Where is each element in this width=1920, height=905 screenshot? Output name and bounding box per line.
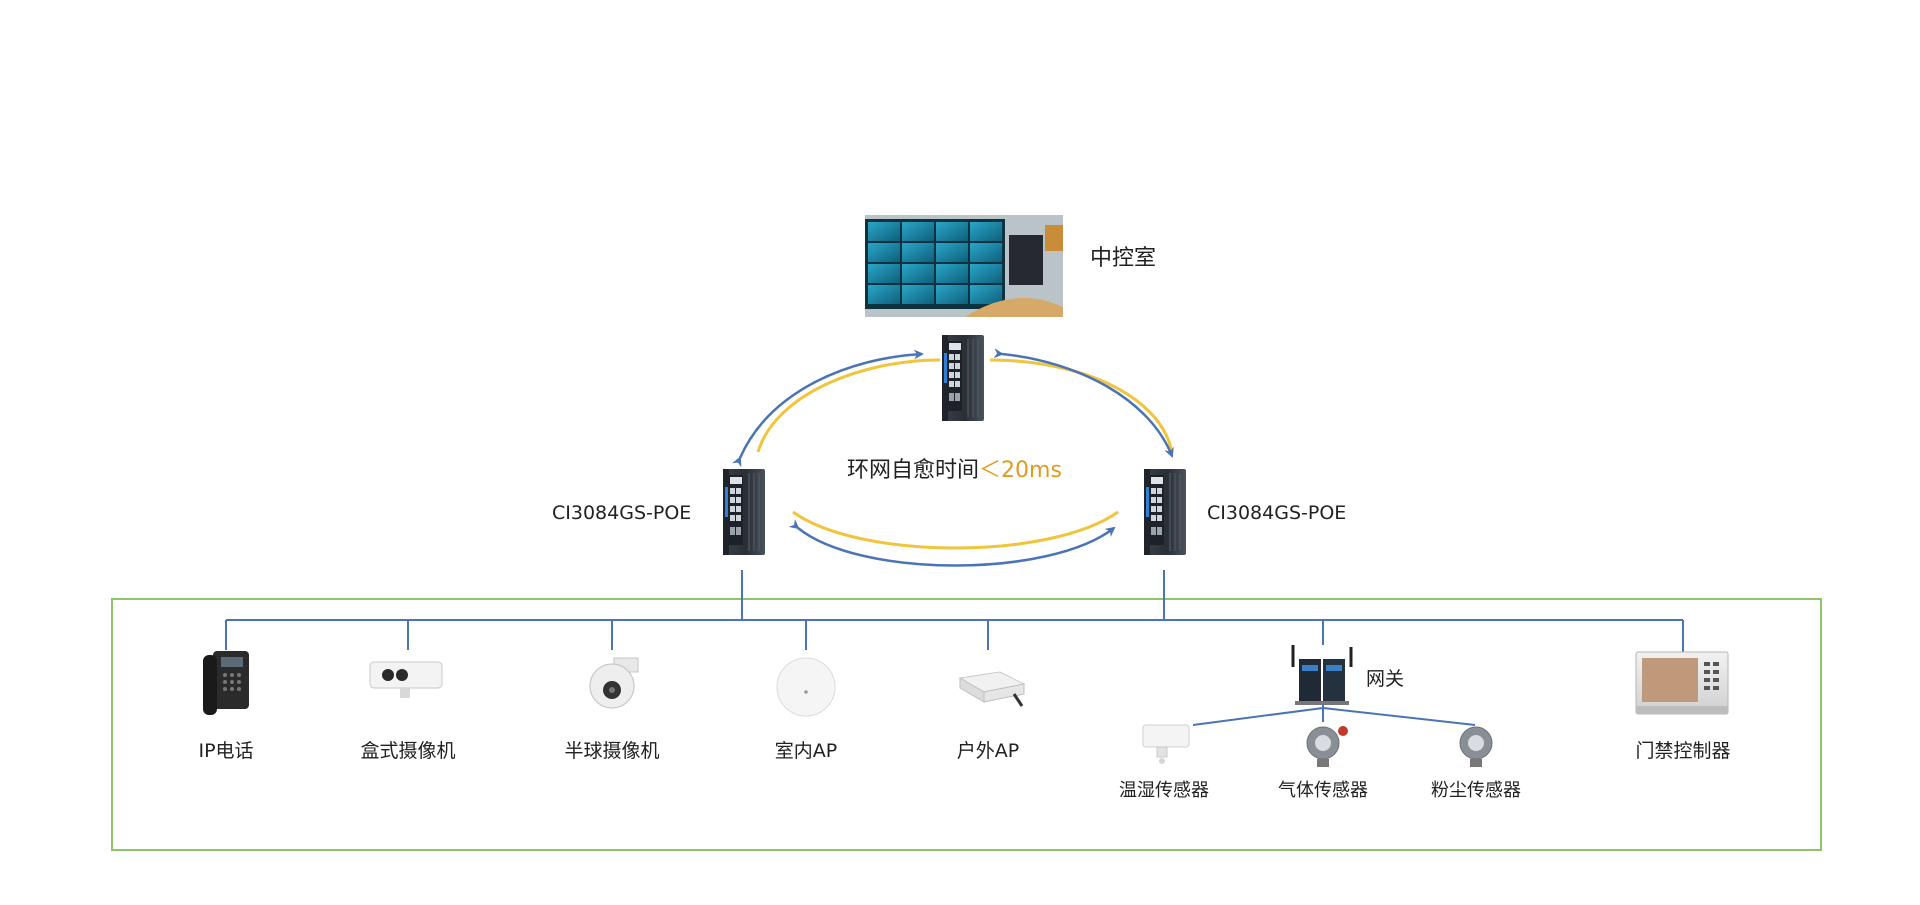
box-camera-icon [369,661,443,698]
ip-phone-label: IP电话 [198,740,253,762]
ip-phone-icon [203,651,249,715]
right-switch-model: CI3084GS-POE [1207,502,1346,524]
indoor-ap-label: 室内AP [775,740,837,762]
dust-sensor-label: 粉尘传感器 [1431,780,1521,801]
left-switch [722,468,766,556]
top-switch [941,334,985,422]
control-room-image [865,215,1063,317]
device-bus-lines [225,570,1684,726]
ring-caption-value: ＜20ms [979,458,1062,483]
access-controller-icon [1635,651,1729,715]
temp-humidity-sensor-icon [1142,724,1190,764]
ring-caption-prefix: 环网自愈时间 [847,458,979,483]
dome-camera-label: 半球摄像机 [564,740,659,762]
dust-sensor-icon [1459,726,1493,767]
access-controller-label: 门禁控制器 [1635,740,1730,762]
ring-blue-arrows [732,348,1174,567]
access-layer-frame [111,598,1822,851]
temp-humidity-sensor-label: 温湿传感器 [1119,780,1209,801]
control-room-label: 中控室 [1090,246,1156,271]
gateway-icon [1291,645,1353,705]
ring-caption: 环网自愈时间＜20ms [847,458,1062,483]
gas-sensor-icon [1306,726,1348,767]
indoor-ap-icon [776,657,836,717]
gas-sensor-label: 气体传感器 [1278,780,1368,801]
left-switch-model: CI3084GS-POE [552,502,691,524]
right-switch [1143,468,1187,556]
outdoor-ap-label: 户外AP [957,740,1019,762]
gateway-label: 网关 [1366,668,1404,690]
box-camera-label: 盒式摄像机 [360,740,455,762]
outdoor-ap-icon [958,671,1026,707]
dome-camera-icon [589,657,639,709]
